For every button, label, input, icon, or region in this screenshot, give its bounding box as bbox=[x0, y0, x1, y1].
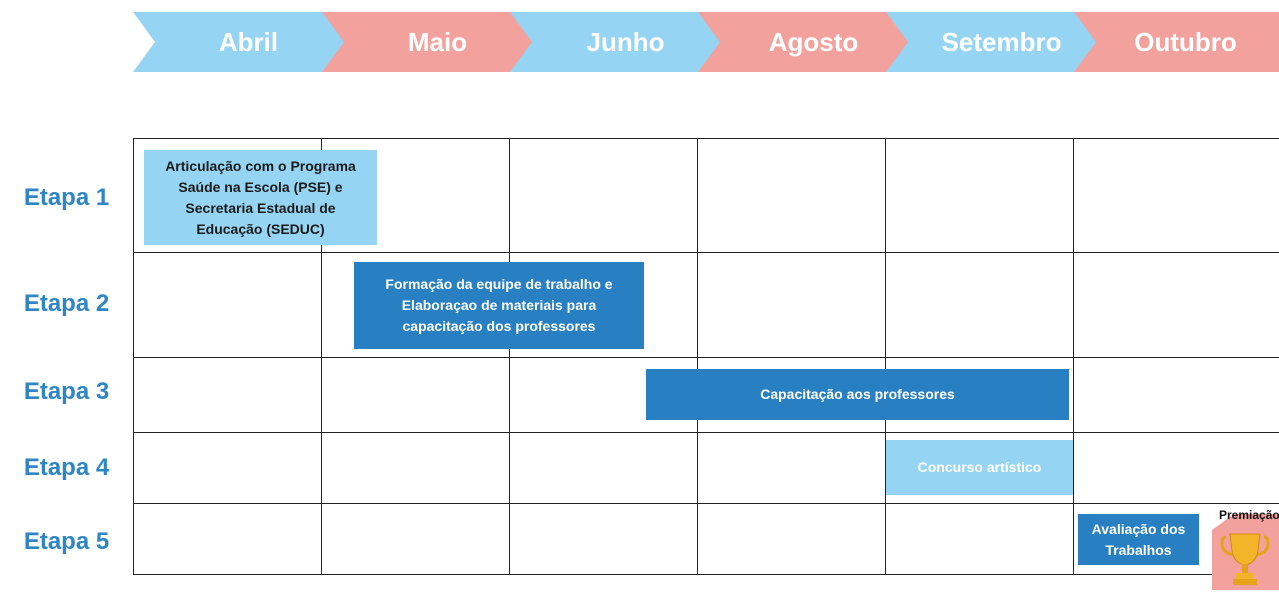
month-chevron-setembro: Setembro bbox=[886, 12, 1099, 72]
grid-line bbox=[133, 574, 1213, 575]
stage-label-1: Etapa 1 bbox=[23, 184, 110, 211]
stage-label-2: Etapa 2 bbox=[23, 290, 110, 317]
grid-line bbox=[133, 503, 1279, 504]
month-label: Maio bbox=[407, 26, 468, 57]
grid-line bbox=[133, 432, 1279, 433]
grid-line bbox=[885, 138, 886, 575]
grid-line bbox=[697, 138, 698, 575]
award-label: Premiação bbox=[1219, 508, 1279, 522]
month-label: Outubro bbox=[1134, 26, 1237, 57]
grid-line bbox=[509, 138, 510, 575]
month-label: Junho bbox=[586, 26, 665, 57]
month-chevron-maio: Maio bbox=[322, 12, 535, 72]
month-label: Agosto bbox=[768, 26, 859, 57]
month-chevron-outubro: Outubro bbox=[1074, 12, 1279, 72]
trophy-icon bbox=[1212, 514, 1279, 590]
task-box-capacitacao: Capacitação aos professores bbox=[646, 369, 1069, 420]
task-box-articulacao: Articulação com o Programa Saúde na Esco… bbox=[144, 150, 377, 245]
stage-label-5: Etapa 5 bbox=[23, 528, 110, 555]
month-label: Setembro bbox=[941, 26, 1062, 57]
stage-label-3: Etapa 3 bbox=[23, 378, 110, 405]
grid-line bbox=[133, 357, 1279, 358]
task-box-avaliacao: Avaliação dos Trabalhos bbox=[1078, 514, 1199, 565]
stage-label-4: Etapa 4 bbox=[23, 454, 110, 481]
task-box-formacao: Formação da equipe de trabalho e Elabora… bbox=[354, 262, 644, 349]
grid-line bbox=[133, 252, 1279, 253]
grid-line bbox=[321, 138, 322, 575]
month-label: Abril bbox=[218, 26, 279, 57]
month-chevron-abril: Abril bbox=[133, 12, 346, 72]
month-chevron-junho: Junho bbox=[510, 12, 723, 72]
task-box-concurso: Concurso artístico bbox=[886, 440, 1073, 495]
month-chevron-agosto: Agosto bbox=[698, 12, 911, 72]
grid-line bbox=[1073, 138, 1074, 575]
grid-line bbox=[133, 138, 134, 575]
award-box bbox=[1212, 507, 1279, 590]
grid-line bbox=[133, 138, 1279, 139]
